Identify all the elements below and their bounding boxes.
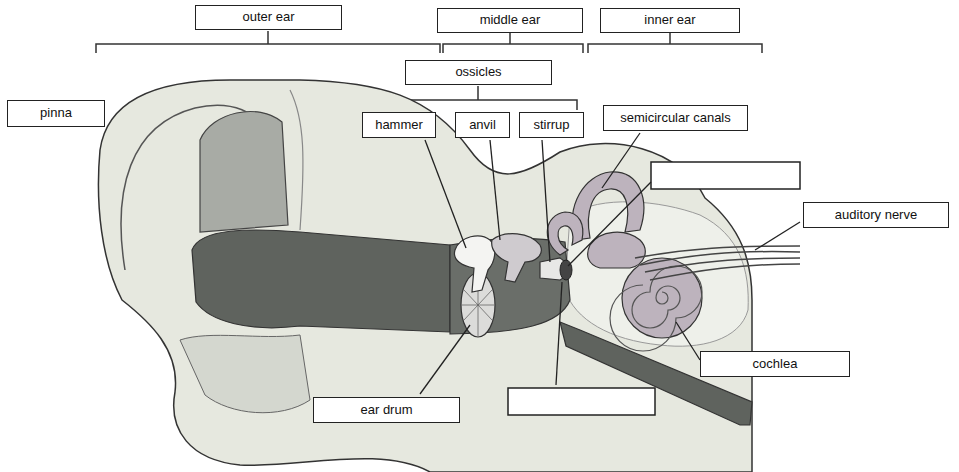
part-label: pinna (40, 106, 72, 120)
part-label: semicircular canals (620, 111, 731, 125)
part-label: outer ear (242, 10, 294, 24)
label-box: auditory nerve (803, 202, 949, 228)
cochlea (610, 258, 702, 351)
part-label: ossicles (455, 65, 501, 79)
label-box: hammer (362, 112, 436, 138)
label-box: anvil (455, 112, 510, 138)
hammer (454, 236, 494, 292)
label-box: middle ear (437, 8, 583, 33)
part-label: auditory nerve (835, 208, 917, 222)
label-box: ear drum (313, 397, 460, 423)
part-label: hammer (375, 118, 423, 132)
label-box: cochlea (700, 351, 850, 377)
label-box: ossicles (405, 60, 552, 85)
label-box: outer ear (195, 5, 342, 30)
part-label: anvil (469, 118, 496, 132)
semicircular-canals (547, 172, 645, 268)
auditory-nerve (635, 246, 800, 280)
part-label: middle ear (480, 13, 541, 27)
label-box: pinna (7, 100, 105, 127)
label-box: stirrup (519, 112, 584, 138)
part-label: inner ear (644, 13, 695, 27)
part-label: stirrup (533, 118, 569, 132)
part-label: ear drum (360, 403, 412, 417)
blank-label-box (651, 162, 800, 189)
blank-label-box (508, 388, 655, 415)
anvil (492, 234, 542, 282)
label-box: inner ear (600, 8, 740, 33)
label-box: semicircular canals (603, 105, 748, 131)
part-label: cochlea (753, 357, 798, 371)
